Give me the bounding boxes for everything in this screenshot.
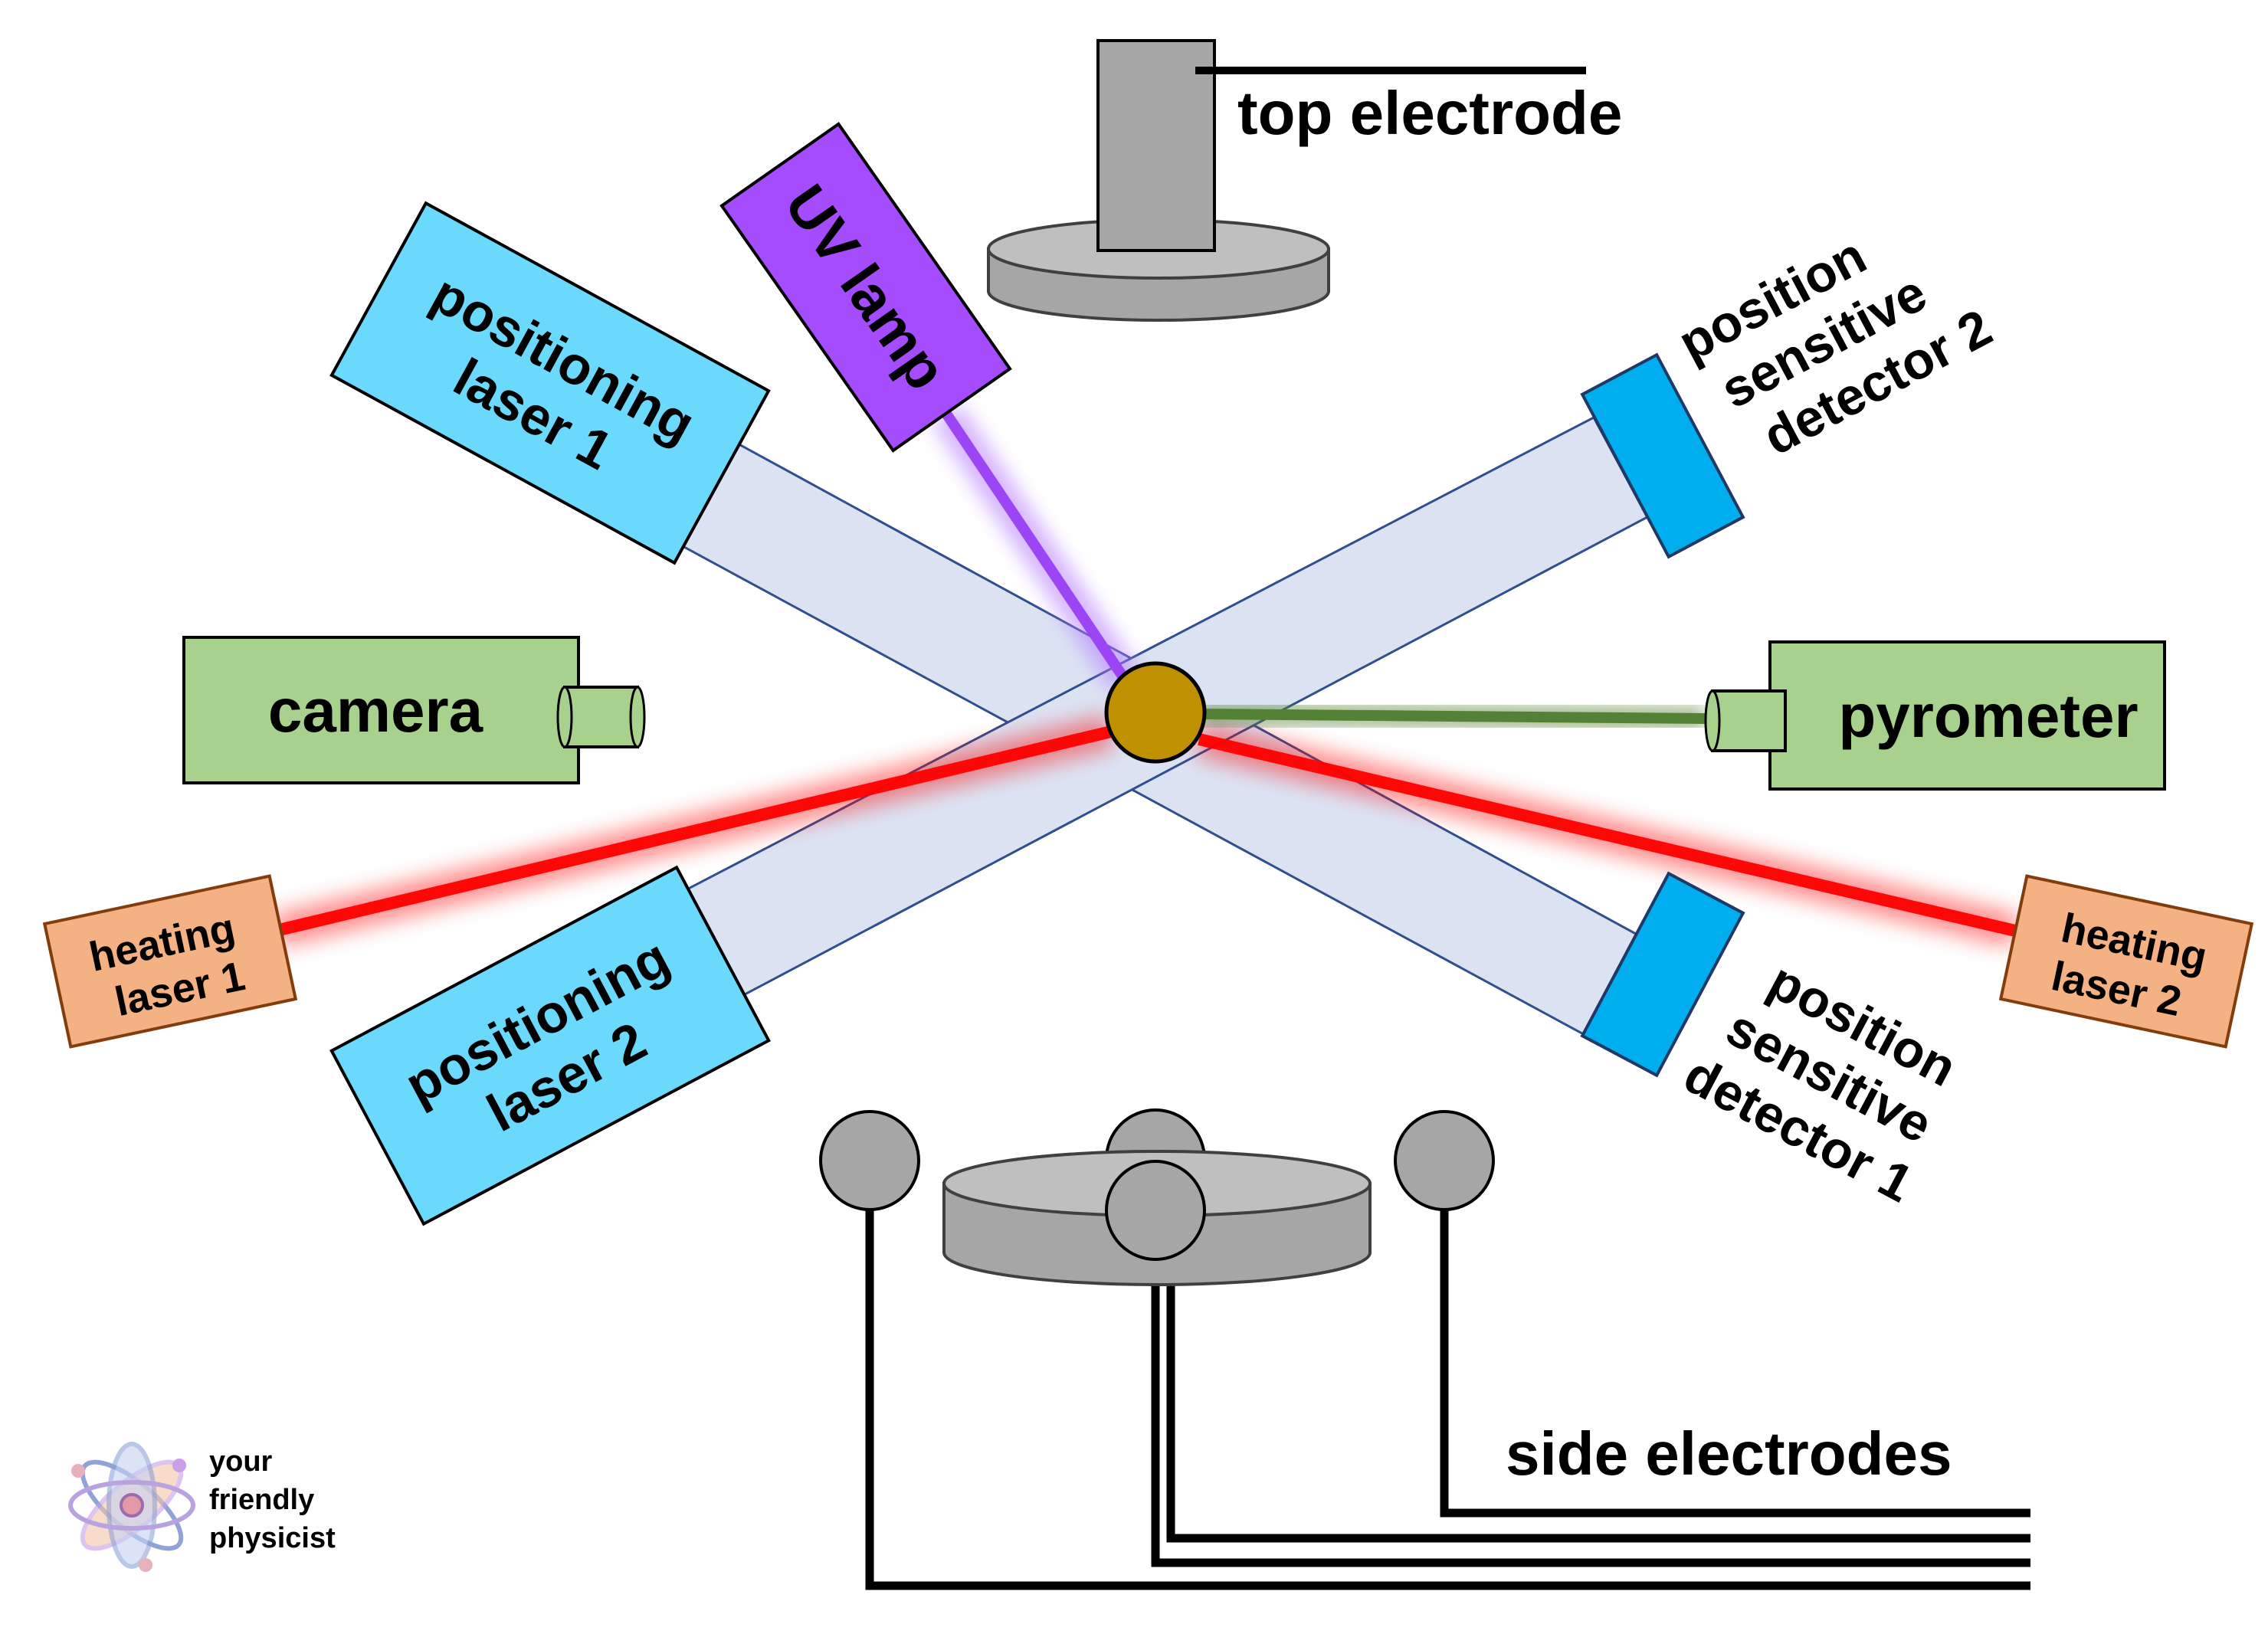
heating-beam-1 bbox=[274, 725, 1113, 937]
atom-logo-icon bbox=[68, 1442, 195, 1572]
positioning-laser-1: positioning laser 1 bbox=[329, 201, 771, 565]
heating-laser-2: heating laser 2 bbox=[1998, 874, 2254, 1049]
heating-beam-2 bbox=[1198, 733, 2017, 937]
side-electrodes bbox=[819, 1108, 2030, 1590]
psd-2-label: position sensitive detector 2 bbox=[1669, 226, 2001, 467]
psd-1-label: position sensitive detector 1 bbox=[1675, 951, 1966, 1213]
uv-beam bbox=[942, 411, 1131, 685]
side-electrode-left bbox=[819, 1110, 920, 1211]
logo-line-1: your bbox=[209, 1446, 273, 1478]
side-electrode-wire-1 bbox=[865, 1195, 2030, 1590]
top-electrode-label: top electrode bbox=[1237, 79, 1622, 147]
side-electrode-wire-4 bbox=[1440, 1203, 2030, 1518]
pyrometer-label: pyrometer bbox=[1838, 682, 2138, 750]
side-electrode-wire-3 bbox=[1166, 1252, 2030, 1543]
logo-line-2: friendly bbox=[209, 1484, 314, 1516]
logo-line-3: physicist bbox=[209, 1522, 336, 1554]
side-electrodes-label: side electrodes bbox=[1506, 1419, 1952, 1488]
position-sensitive-detector-1 bbox=[1580, 871, 1745, 1078]
positioning-laser-2: positioning laser 2 bbox=[329, 865, 771, 1226]
uv-lamp: UV lamp bbox=[719, 122, 1012, 453]
side-electrode-front bbox=[1105, 1160, 1206, 1261]
pyrometer-beam bbox=[1198, 709, 1706, 724]
side-electrode-right bbox=[1394, 1110, 1495, 1211]
camera-label: camera bbox=[268, 676, 483, 745]
heating-laser-1: heating laser 1 bbox=[42, 874, 298, 1049]
camera bbox=[182, 636, 646, 784]
pyrometer bbox=[1704, 640, 2166, 791]
levitated-sample bbox=[1104, 661, 1207, 764]
top-electrode bbox=[987, 39, 1586, 322]
position-sensitive-detector-2 bbox=[1580, 352, 1745, 559]
side-electrode-wire-2 bbox=[1151, 1252, 2030, 1567]
